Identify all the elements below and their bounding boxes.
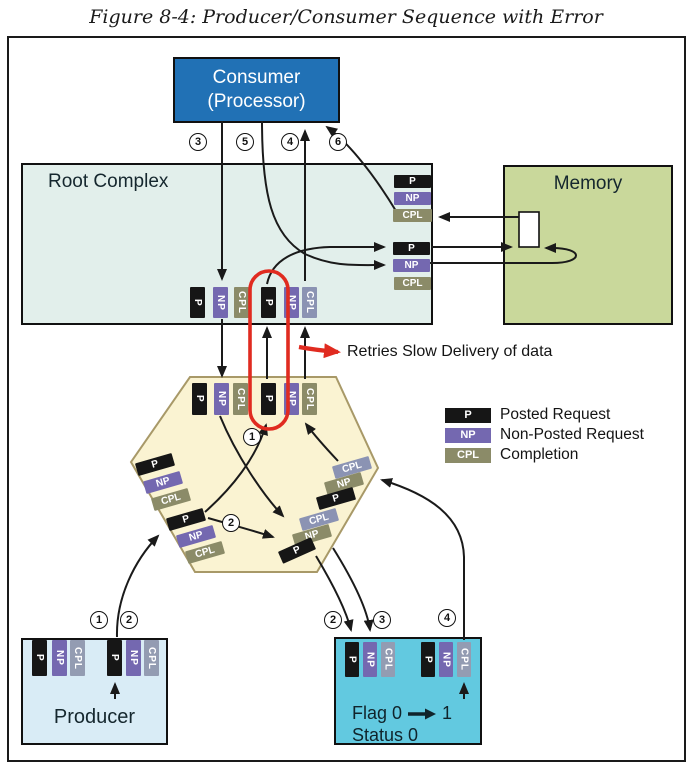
legend-label: Posted Request (500, 406, 611, 423)
step-marker-4: 4 (438, 609, 456, 627)
chip-cpl: CPL (234, 287, 249, 318)
legend-row: NP Non-Posted Request (445, 426, 644, 444)
retries-annotation: Retries Slow Delivery of data (347, 343, 553, 360)
chip-p: P (32, 640, 47, 676)
chip-cpl: CPL (457, 642, 471, 677)
chip-p: P (345, 642, 359, 677)
chip-np: NP (363, 642, 377, 677)
step-marker-4: 4 (281, 133, 299, 151)
flag-after-text: 1 (442, 703, 453, 723)
chip-cpl: CPL (302, 287, 317, 318)
chip-cpl: CPL (381, 642, 395, 677)
step-marker-3: 3 (373, 611, 391, 629)
producer-label: Producer (53, 706, 136, 728)
step-marker-5: 5 (236, 133, 254, 151)
legend-row: P Posted Request (445, 406, 644, 424)
legend-chip-p: P (445, 407, 491, 423)
chip-np: NP (214, 383, 229, 415)
legend-chip-cpl: CPL (445, 447, 491, 463)
step-marker-3: 3 (189, 133, 207, 151)
consumer-label-line2: (Processor) (207, 91, 306, 112)
chip-p: P (192, 383, 207, 415)
chip-np: NP (284, 383, 299, 415)
flag-line: Flag 0 1 (352, 703, 452, 724)
legend-row: CPL Completion (445, 446, 644, 464)
chip-p: P (107, 640, 122, 676)
chip-np: NP (439, 642, 453, 677)
chip-p: P (261, 383, 276, 415)
chip-p: P (421, 642, 435, 677)
step-marker-1: 1 (90, 611, 108, 629)
flag-before-text: Flag 0 (352, 703, 403, 723)
chip-np: NP (213, 287, 228, 318)
flag-transition-arrow-icon (408, 708, 437, 719)
memory-label: Memory (553, 173, 623, 194)
chip-np: NP (394, 192, 431, 205)
step-marker-2: 2 (120, 611, 138, 629)
chip-cpl: CPL (70, 640, 85, 676)
chip-np: NP (126, 640, 141, 676)
chip-p: P (394, 175, 431, 188)
step-marker-1: 1 (243, 428, 261, 446)
step-marker-2: 2 (324, 611, 342, 629)
consumer-box: Consumer (Processor) (173, 57, 340, 123)
chip-cpl: CPL (144, 640, 159, 676)
figure-title: Figure 8-4: Producer/Consumer Sequence w… (89, 6, 603, 28)
legend-label: Completion (500, 446, 579, 463)
chip-np: NP (284, 287, 299, 318)
chip-p: P (261, 287, 276, 318)
chip-cpl: CPL (302, 383, 317, 415)
producer-box: Producer (21, 638, 168, 745)
memory-box: Memory (503, 165, 673, 325)
chip-cpl: CPL (393, 209, 432, 222)
chip-np: NP (52, 640, 67, 676)
step-marker-6: 6 (329, 133, 347, 151)
step-marker-2: 2 (222, 514, 240, 532)
figure-frame (7, 36, 686, 762)
chip-cpl: CPL (233, 383, 248, 415)
legend-chip-np: NP (445, 427, 491, 443)
legend-label: Non-Posted Request (500, 426, 644, 443)
chip-p: P (190, 287, 205, 318)
chip-cpl: CPL (394, 277, 431, 290)
status-text: Status 0 (352, 725, 419, 745)
chip-np: NP (393, 259, 430, 272)
root-complex-label: Root Complex (48, 171, 169, 192)
chip-p: P (393, 242, 430, 255)
consumer-label-line1: Consumer (212, 67, 301, 88)
